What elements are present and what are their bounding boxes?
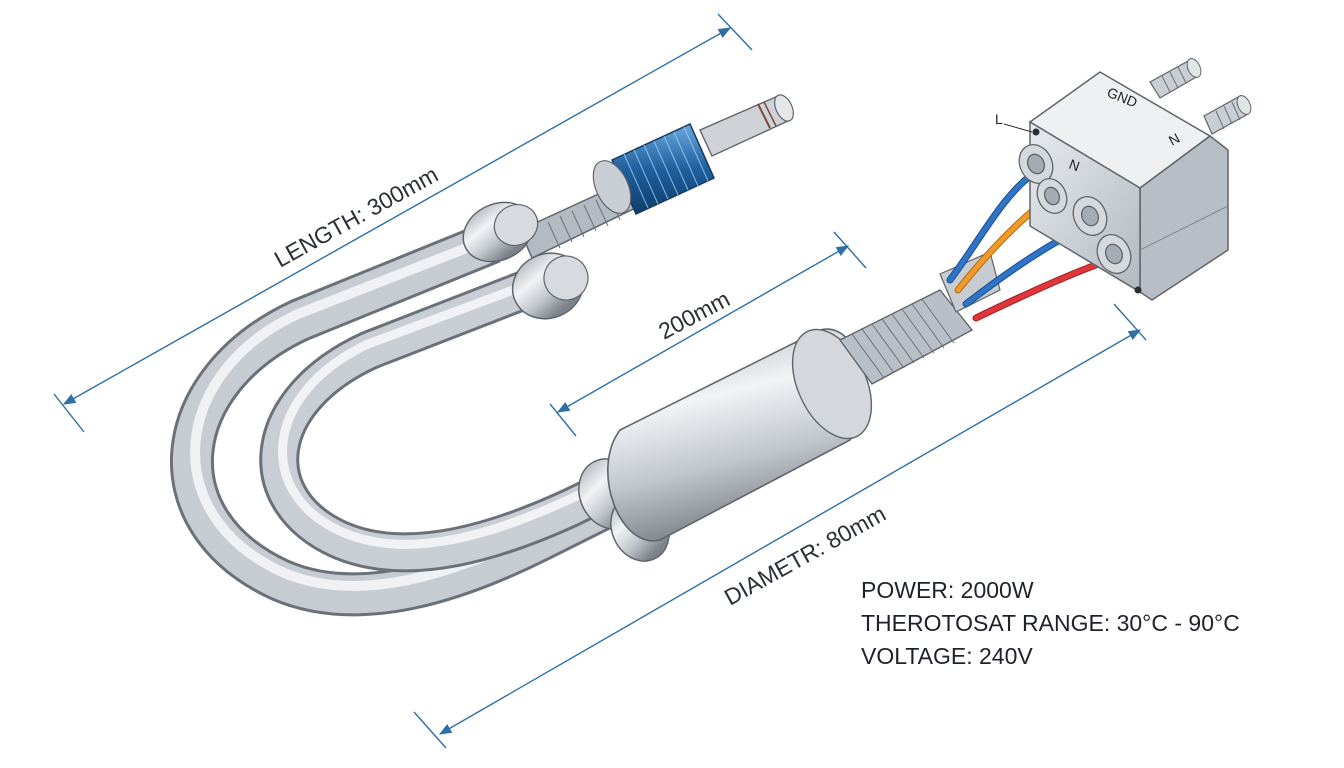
u-tube-inner xyxy=(259,265,649,573)
stud-n xyxy=(1203,95,1252,135)
cylinder-housing xyxy=(578,251,1001,562)
left-fitting xyxy=(462,94,794,320)
terminal-label-l: L xyxy=(995,111,1003,127)
spec-power: POWER: 2000W xyxy=(861,577,1034,603)
spec-thermostat-range: THEROTOSAT RANGE: 30°C - 90°C xyxy=(861,610,1240,636)
dimension-lines xyxy=(53,13,1147,749)
length-dimension-line xyxy=(62,27,732,405)
spec-list: POWER: 2000W THEROTOSAT RANGE: 30°C - 90… xyxy=(861,574,1240,673)
spec-voltage: VOLTAGE: 240V xyxy=(861,643,1033,669)
stud-gnd xyxy=(1149,58,1202,99)
diameter-dimension-line xyxy=(438,329,1142,735)
terminal-nuts xyxy=(1018,144,1132,274)
inner-length-label: 200mm xyxy=(654,285,734,344)
terminal-box: L GND N N xyxy=(995,58,1252,301)
